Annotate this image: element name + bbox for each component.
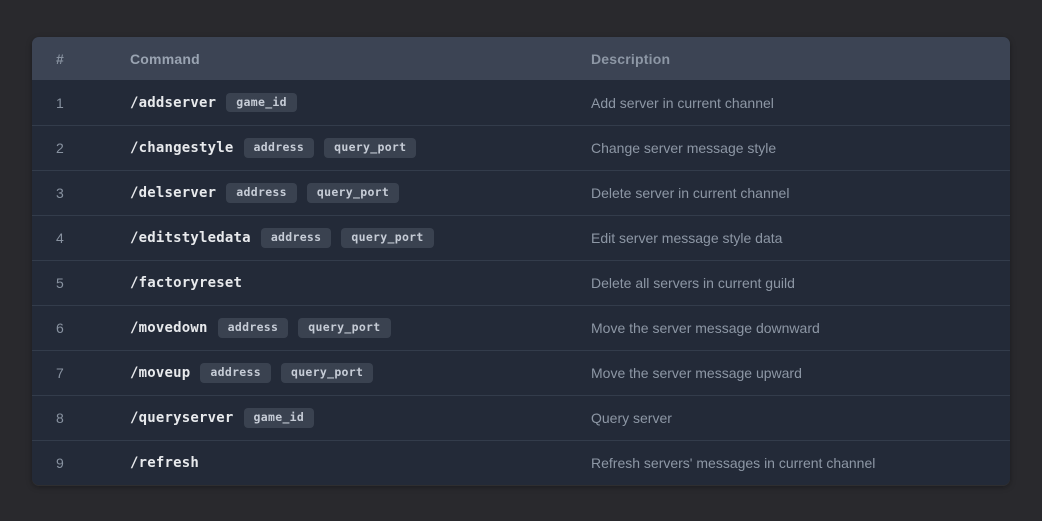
row-number: 6 — [56, 320, 64, 336]
row-command: /moveup address query_port — [130, 363, 591, 383]
row-number: 2 — [56, 140, 64, 156]
table-row: 8/queryserver game_id Query server — [32, 395, 1010, 440]
command-name: /queryserver — [130, 410, 234, 426]
header-number: # — [56, 50, 64, 67]
row-command: /delserver address query_port — [130, 183, 591, 203]
row-number: 9 — [56, 455, 64, 471]
table-row: 4/editstyledata address query_port Edit ser… — [32, 215, 1010, 260]
command-arg-badge: address — [226, 183, 297, 203]
commands-table: # Command Description 1/addserver game_id… — [32, 37, 1010, 485]
header-command: Command — [130, 50, 200, 67]
table-row: 5/factoryreset Delete all servers in curr… — [32, 260, 1010, 305]
row-description: Move the server message downward — [591, 320, 820, 336]
row-description: Query server — [591, 410, 672, 426]
row-description: Delete server in current channel — [591, 185, 790, 201]
row-command: /queryserver game_id — [130, 408, 591, 428]
row-description: Delete all servers in current guild — [591, 275, 795, 291]
row-command: /factoryreset — [130, 275, 591, 291]
command-name: /refresh — [130, 455, 200, 471]
command-arg-badge: query_port — [341, 228, 434, 248]
command-name: /delserver — [130, 185, 217, 201]
table-row: 3/delserver address query_port Delete serve… — [32, 170, 1010, 215]
command-name: /factoryreset — [130, 275, 243, 291]
table-row: 1/addserver game_id Add server in current … — [32, 80, 1010, 125]
row-command: /editstyledata address query_port — [130, 228, 591, 248]
row-command: /refresh — [130, 455, 591, 471]
table-header-row: # Command Description — [32, 37, 1010, 80]
command-arg-badge: address — [217, 318, 289, 338]
row-command: /changestyle address query_port — [130, 138, 591, 158]
row-number: 1 — [56, 94, 64, 111]
row-description: Edit server message style data — [591, 230, 783, 246]
row-number: 8 — [56, 410, 64, 426]
row-command: /addserver game_id — [130, 92, 591, 113]
row-number: 5 — [56, 275, 64, 291]
command-name: /changestyle — [130, 140, 234, 156]
row-number: 3 — [56, 185, 64, 201]
table-row: 2/changestyle address query_port Change ser… — [32, 125, 1010, 170]
command-name: /editstyledata — [130, 230, 251, 246]
table-row: 9/refresh Refresh servers' messages in cu… — [32, 440, 1010, 485]
row-command: /movedown address query_port — [130, 318, 591, 338]
table-body: 1/addserver game_id Add server in current … — [32, 80, 1010, 485]
row-description: Change server message style — [591, 140, 777, 156]
command-arg-badge: query_port — [298, 318, 391, 338]
table-row: 7/moveup address query_port Move the server… — [32, 350, 1010, 395]
table-row: 6/movedown address query_port Move the serv… — [32, 305, 1010, 350]
command-arg-badge: query_port — [280, 363, 374, 383]
command-arg-badge: address — [243, 138, 315, 158]
command-arg-badge: address — [260, 228, 332, 248]
command-name: /moveup — [130, 365, 191, 381]
command-arg-badge: game_id — [243, 408, 315, 428]
row-description: Refresh servers' messages in current cha… — [591, 455, 876, 471]
row-number: 4 — [56, 230, 64, 246]
row-description: Move the server message upward — [591, 365, 802, 381]
command-arg-badge: query_port — [306, 183, 400, 203]
row-description: Add server in current channel — [591, 94, 774, 111]
command-arg-badge: address — [200, 363, 271, 383]
command-name: /movedown — [130, 320, 208, 336]
command-arg-badge: query_port — [324, 138, 417, 158]
header-description: Description — [591, 50, 671, 67]
command-arg-badge: game_id — [226, 92, 297, 113]
row-number: 7 — [56, 365, 64, 381]
command-name: /addserver — [130, 94, 217, 111]
